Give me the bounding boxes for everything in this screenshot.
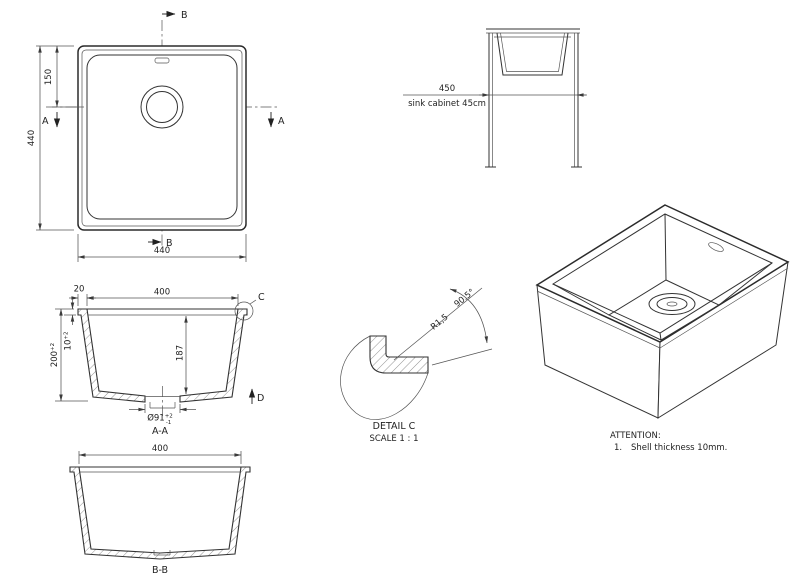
detail-boundary [340,335,429,420]
detail-c-title: DETAIL C [373,421,416,432]
detail-c-scale: SCALE 1 : 1 [369,434,418,444]
attention-item-text: Shell thickness 10mm. [631,443,727,453]
section-a-label-left: A [42,116,49,127]
attention-item-number: 1. [614,443,622,453]
dim-depth-label: 200 [50,351,60,367]
dim-width-label: 440 [154,246,170,256]
dim-flange-label: 20 [74,285,85,295]
section-b-label-bottom: B [166,238,173,249]
dim-shell-label: 10 [64,340,74,351]
detail-radius-label: R1,5 [429,312,450,332]
dim-inner-width-bb: 400 [78,444,242,464]
shell-section-bb [69,466,251,560]
dim-overall-width: 440 [77,234,247,262]
dim-drain-diameter: Ø91+2-1 [129,404,196,426]
dim-inner-width-label: 400 [154,288,170,298]
dim-drain-label: Ø91 [147,413,165,424]
section-marker-a-right: A [267,112,285,128]
dim-depth-tol: +2 [50,343,56,351]
dim-inner-width-bb-label: 400 [152,444,168,454]
dim-drain-tol-minus: -1 [166,420,171,426]
direction-marker-d: D [248,388,264,404]
dim-shell-tol: +2 [64,332,70,340]
detail-angle-label: 90.5° [453,287,477,309]
detail-c-marker: C [234,292,265,321]
drain-section [145,386,180,416]
section-aa-view: 400 20 200+2 10+2 187 [50,285,265,438]
shell-section-left [77,308,146,403]
cabinet-note: sink cabinet 45cm [408,99,486,109]
shell-section-right [179,308,248,403]
detail-c-view: 90.5° R1,5 DETAIL C SCALE 1 : 1 [340,287,493,444]
section-b-label-top: B [181,10,188,21]
dim-inner-depth: 187 [176,315,188,395]
section-marker-b-bottom: B [148,238,173,249]
svg-text:Ø91+2-1: Ø91+2-1 [147,413,173,427]
section-bb-view: 400 B-B [69,444,251,576]
sink-outer-rim [77,45,247,231]
detail-c-letter: C [258,292,265,303]
attention-title: ATTENTION: [610,431,661,441]
dim-cabinet-label: 450 [439,84,455,94]
iso-bowl [552,213,773,341]
svg-text:10+2: 10+2 [64,332,74,351]
iso-overflow-hole [708,242,724,252]
svg-text:200+2: 200+2 [50,343,60,367]
dim-drain-offset: 150 [44,45,84,108]
dim-flange: 20 [69,285,96,306]
cabinet-side-view: 450 sink cabinet 45cm [403,28,587,168]
iso-rim-edge-left [536,290,661,349]
plan-view: 440 150 440 B B A A [27,10,285,262]
sink-bowl-side [494,32,571,76]
sink-rim-edge [81,49,243,227]
section-aa-title: A-A [152,426,169,437]
detail-shell-band [369,335,429,374]
sink-bowl-opening [86,54,238,220]
section-a-label-right: A [278,116,285,127]
section-marker-b-top: B [162,10,188,21]
section-marker-a-left: A [42,112,61,128]
dim-drain-offset-label: 150 [44,69,54,85]
overflow-slot [154,57,170,64]
iso-rim-edge-right [659,267,789,349]
dim-cabinet-width: 450 sink cabinet 45cm [403,84,587,109]
dim-overall-height: 440 [27,45,74,231]
dim-height-label: 440 [27,130,37,146]
section-bb-title: B-B [152,565,168,576]
drain-plan [140,85,184,129]
dim-inner-depth-label: 187 [176,345,186,361]
dim-inner-width-aa: 400 [86,288,239,306]
dim-shell-thickness: 10+2 [64,299,76,351]
detail-dimensions: 90.5° R1,5 [393,287,493,366]
isometric-view [535,204,790,419]
iso-drain [648,293,696,315]
attention-note: ATTENTION: 1. Shell thickness 10mm. [610,431,727,453]
marker-d-letter: D [257,393,264,404]
dim-drain-tol-plus: +2 [165,414,173,420]
drain-hint-bb [153,550,171,556]
cabinet-walls [485,33,582,168]
